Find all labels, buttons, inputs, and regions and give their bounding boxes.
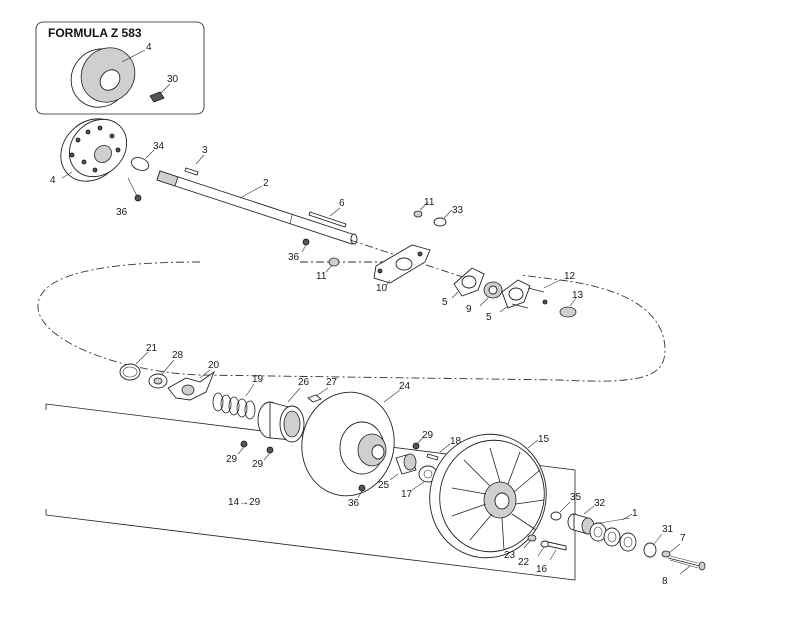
screw-29-b	[266, 446, 274, 454]
callout-29-c: 29	[422, 430, 434, 441]
callout-36-b: 36	[288, 252, 300, 263]
lockwasher-7	[661, 550, 671, 558]
callout-5-b: 5	[486, 312, 492, 323]
callout-13: 13	[572, 290, 584, 301]
callout-31: 31	[662, 524, 674, 535]
callout-32: 32	[594, 498, 606, 509]
drive-shaft-2	[156, 170, 358, 245]
callout-19: 19	[252, 374, 264, 385]
screw-36-c	[358, 484, 366, 492]
callout-18: 18	[450, 436, 462, 447]
callout-4: 4	[50, 175, 56, 186]
callout-27: 27	[326, 377, 338, 388]
part-30-key	[149, 91, 165, 103]
callout-11-a: 11	[424, 197, 435, 208]
nut-11-a	[413, 210, 423, 218]
washer-23	[527, 534, 537, 542]
callout-5-a: 5	[442, 297, 448, 308]
o-ring-34	[130, 157, 150, 171]
callout-21: 21	[146, 343, 158, 354]
drive-belt-outline	[37, 261, 666, 382]
callout-4-inset: 4	[146, 42, 152, 53]
callout-33: 33	[452, 205, 464, 216]
screw-16	[547, 541, 567, 551]
washer-31	[643, 542, 657, 558]
callout-6: 6	[339, 198, 345, 209]
callout-7: 7	[680, 533, 686, 544]
nut-11-b	[328, 257, 340, 267]
callout-12: 12	[564, 271, 576, 282]
callout-2: 2	[263, 178, 269, 189]
callout-24: 24	[399, 381, 411, 392]
screw-36-b	[302, 238, 310, 246]
callout-28: 28	[172, 350, 184, 361]
callout-9: 9	[466, 304, 472, 315]
screw-29-c	[412, 442, 420, 450]
callout-23: 23	[504, 550, 516, 561]
callout-35: 35	[570, 492, 582, 503]
callout-36-a: 36	[116, 207, 128, 218]
brake-disc-4	[60, 118, 128, 182]
callout-29-b: 29	[252, 459, 264, 470]
collar-13	[559, 306, 577, 318]
callout-26: 26	[298, 377, 310, 388]
sliding-half-24	[301, 391, 395, 497]
key-3	[184, 167, 199, 176]
callout-3: 3	[202, 145, 208, 156]
callout-11-b: 11	[316, 271, 327, 282]
fixed-half-15	[429, 433, 547, 559]
cam-housing-26	[257, 401, 305, 443]
brake-disc-inset-hub	[99, 69, 121, 91]
callout-29-a: 29	[226, 454, 238, 465]
callout-36-c: 36	[348, 498, 360, 509]
washer-33	[433, 217, 447, 227]
bolt-12-b	[511, 303, 529, 309]
callout-25: 25	[378, 480, 390, 491]
shims-1	[589, 522, 637, 552]
inset-formula-z583: FORMULA Z 583 4 30	[35, 21, 205, 115]
callout-16: 16	[536, 564, 548, 575]
bolt-12-a	[527, 287, 545, 293]
washer-35	[550, 511, 562, 521]
callout-34: 34	[153, 141, 165, 152]
callout-14-29: 14→29	[228, 497, 261, 508]
key-6	[308, 211, 347, 228]
inset-title: FORMULA Z 583	[48, 26, 142, 40]
key-18	[426, 453, 439, 461]
callout-17: 17	[401, 489, 413, 500]
retaining-ring-21	[119, 363, 141, 381]
callout-15: 15	[538, 434, 550, 445]
callout-22: 22	[518, 557, 530, 568]
callout-10: 10	[376, 283, 388, 294]
callout-1: 1	[632, 508, 638, 519]
callout-30: 30	[167, 74, 179, 85]
screw-29-a	[240, 440, 248, 448]
bolt-8	[667, 555, 706, 571]
callout-8: 8	[662, 576, 668, 587]
callout-20: 20	[208, 360, 220, 371]
slider-27	[307, 394, 322, 403]
inset-frame	[35, 21, 205, 115]
spring-19	[212, 392, 256, 420]
